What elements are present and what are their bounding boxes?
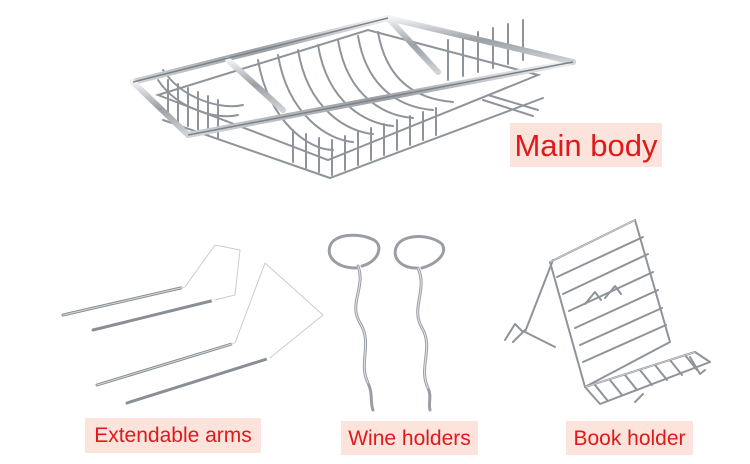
extendable-arms-image <box>55 235 335 410</box>
wine-holders-label: Wine holders <box>341 421 478 455</box>
extendable-arms-label: Extendable arms <box>85 418 261 453</box>
book-holder-label: Book holder <box>566 421 693 455</box>
wine-holders-image <box>318 228 453 416</box>
book-holder-image <box>495 212 720 412</box>
main-body-label: Main body <box>510 123 662 167</box>
main-body-basket-image <box>118 0 588 185</box>
